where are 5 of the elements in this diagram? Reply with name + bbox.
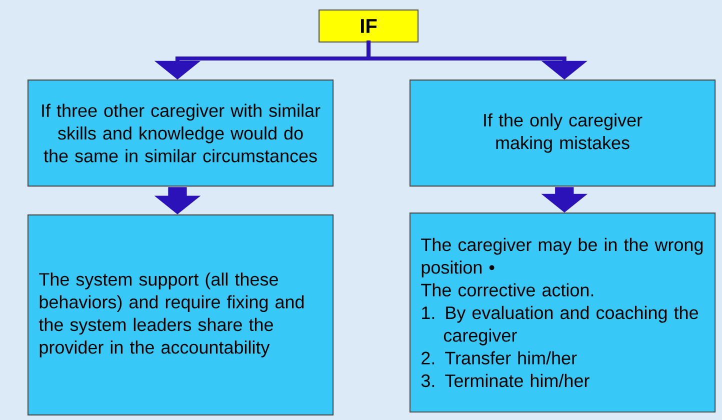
text-box: If the only caregiver making mistakes [409, 80, 716, 187]
text-box: If three other caregiver with similar skills and knowledge would do the same in similar circumstances [27, 80, 334, 187]
condition-box: IF [318, 9, 419, 43]
text-box: The caregiver may be in the wrong position • The corrective action. 1. By evaluation and coaching the caregiver 2. Transfer him/her 3. Terminate him/her [409, 212, 716, 413]
text-box: The system support (all these behaviors) and require fixing and the system leaders share the provider in the accountability [27, 214, 334, 416]
